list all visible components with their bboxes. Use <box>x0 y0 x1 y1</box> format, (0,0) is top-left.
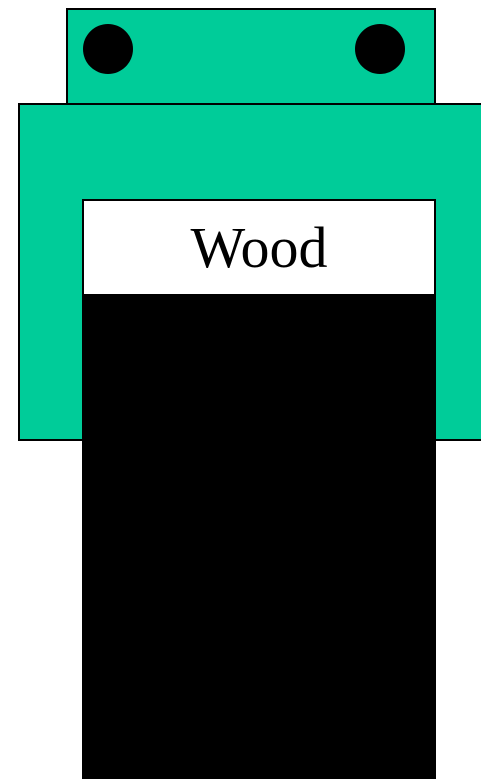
dark-column <box>82 294 436 779</box>
left-eye-dot <box>83 24 133 74</box>
label-text: Wood <box>190 219 327 277</box>
label-box: Wood <box>82 199 436 296</box>
head-block <box>66 8 436 105</box>
right-eye-dot <box>355 24 405 74</box>
